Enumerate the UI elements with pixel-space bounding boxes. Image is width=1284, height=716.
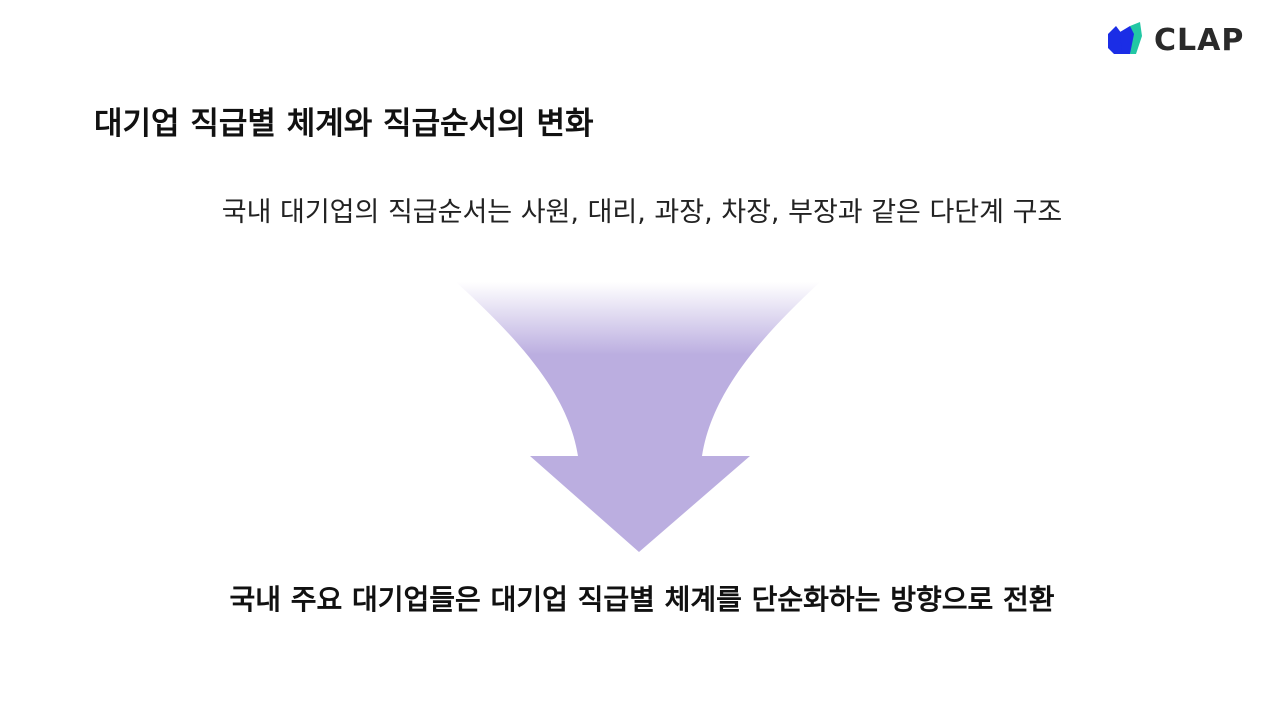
slide-title: 대기업 직급별 체계와 직급순서의 변화 — [94, 106, 594, 142]
clap-logo-icon — [1108, 22, 1142, 54]
slide-conclusion: 국내 주요 대기업들은 대기업 직급별 체계를 단순화하는 방향으로 전환 — [229, 583, 1055, 616]
clap-logo: CLAP — [1106, 22, 1244, 58]
down-arrow-graphic — [456, 282, 820, 552]
slide-subtitle: 국내 대기업의 직급순서는 사원, 대리, 과장, 차장, 부장과 같은 다단계… — [221, 197, 1063, 228]
logo-text: CLAP — [1154, 22, 1245, 58]
